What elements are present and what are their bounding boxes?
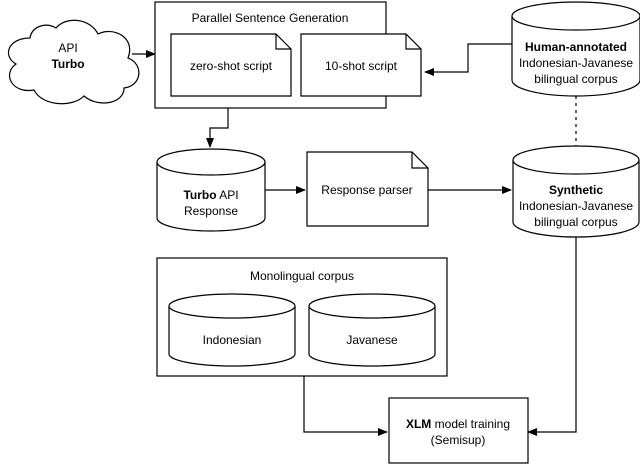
- response-cylinder-top: [156, 148, 266, 176]
- javanese-cylinder-top: [308, 293, 436, 319]
- indonesian-corpus: Indonesian: [168, 293, 296, 367]
- xlm-training-title-rest: model training: [431, 417, 510, 431]
- response-title-bold: Turbo: [183, 188, 216, 202]
- indonesian-cylinder-body: [168, 306, 296, 367]
- response-title: Turbo API: [183, 188, 238, 202]
- parser-doc-fold: [411, 152, 428, 169]
- response-line2: Response: [184, 204, 238, 218]
- cloud-line-turbo: Turbo: [51, 57, 84, 71]
- indonesian-cylinder-top: [168, 293, 296, 319]
- xlm-training-box: [388, 397, 529, 464]
- zero-shot-doc-shape: [170, 33, 292, 97]
- ten-shot-script-document: 10-shot script: [300, 33, 422, 97]
- synthetic-corpus-line3: bilingual corpus: [534, 215, 617, 229]
- response-parser-label: Response parser: [321, 183, 412, 197]
- parallel-generation-title: Parallel Sentence Generation: [192, 11, 349, 25]
- xlm-model-training: XLM model training (Semisup): [388, 397, 529, 464]
- human-corpus-cylinder-top: [511, 1, 640, 31]
- turbo-api-response: Turbo API Response: [156, 148, 266, 232]
- javanese-corpus: Javanese: [308, 293, 436, 367]
- ten-shot-script-label: 10-shot script: [325, 59, 398, 73]
- xlm-training-title: XLM model training: [406, 417, 510, 431]
- xlm-training-title-bold: XLM: [406, 417, 431, 431]
- synthetic-corpus-line2: Indonesian-Javanese: [519, 199, 633, 213]
- arrow-generation-to-response: [206, 108, 229, 148]
- arrow-human-corpus-to-10shot: [424, 43, 512, 76]
- connectors: [132, 43, 577, 436]
- api-turbo-cloud: API Turbo: [7, 19, 140, 105]
- ten-shot-doc-shape: [300, 33, 422, 97]
- zero-shot-doc-fold: [275, 34, 291, 50]
- synthetic-corpus-title: Synthetic: [549, 183, 603, 197]
- indonesian-label: Indonesian: [203, 333, 262, 347]
- xlm-training-subtitle: (Semisup): [431, 433, 486, 447]
- human-corpus-line3: bilingual corpus: [534, 72, 617, 86]
- synthetic-corpus: Synthetic Indonesian-Javanese bilingual …: [512, 145, 640, 238]
- response-cylinder-body: [156, 162, 266, 232]
- human-corpus-title: Human-annotated: [525, 40, 627, 54]
- cloud-line-api: API: [58, 41, 77, 55]
- zero-shot-script-document: zero-shot script: [170, 33, 292, 97]
- arrow-synthetic-to-xlm: [527, 236, 577, 436]
- synthetic-corpus-cylinder-top: [512, 145, 640, 175]
- response-parser-document: Response parser: [306, 151, 429, 227]
- zero-shot-script-label: zero-shot script: [190, 59, 273, 73]
- human-annotated-corpus: Human-annotated Indonesian-Javanese bili…: [511, 1, 640, 97]
- parallel-generation-group: Parallel Sentence Generation zero-shot s…: [154, 1, 422, 109]
- human-corpus-cylinder-body: [511, 16, 640, 97]
- arrow-monolingual-to-xlm: [303, 376, 388, 436]
- response-title-rest: API: [217, 188, 239, 202]
- synthetic-corpus-cylinder-body: [512, 160, 640, 238]
- parser-doc-shape: [306, 151, 429, 227]
- javanese-label: Javanese: [346, 333, 398, 347]
- human-corpus-line2: Indonesian-Javanese: [519, 56, 633, 70]
- javanese-cylinder-body: [308, 306, 436, 367]
- monolingual-corpus-title: Monolingual corpus: [250, 269, 354, 283]
- ten-shot-doc-fold: [405, 34, 421, 50]
- cloud-shape: [7, 19, 140, 105]
- monolingual-corpus-group: Monolingual corpus Indonesian Javanese: [156, 257, 448, 377]
